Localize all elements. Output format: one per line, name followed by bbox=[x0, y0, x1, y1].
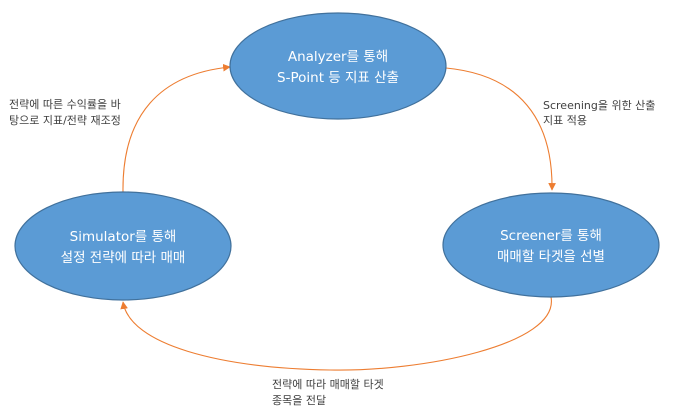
arrow-screener-to-simulator bbox=[120, 296, 552, 371]
edge-screener-to-simulator: 전략에 따라 매매할 타겟 종목을 전달 bbox=[120, 296, 552, 407]
node-analyzer: Analyzer를 통해 S-Point 등 지표 산출 bbox=[229, 12, 447, 120]
node-screener: Screener를 통해 매매할 타겟을 선별 bbox=[442, 192, 660, 298]
node-analyzer-shape bbox=[229, 12, 447, 120]
edge-analyzer-to-screener: Screening을 위한 산출 지표 적용 bbox=[445, 67, 655, 191]
node-screener-line1: Screener를 통해 bbox=[500, 228, 602, 244]
arrow-analyzer-to-screener bbox=[445, 67, 556, 191]
node-simulator: Simulator를 통해 설정 전략에 따라 매매 bbox=[14, 191, 232, 301]
edge-label-simulator-to-analyzer-line2: 탕으로 지표/전략 재조정 bbox=[9, 114, 121, 127]
edge-label-screener-to-simulator-line1: 전략에 따라 매매할 타겟 bbox=[272, 378, 384, 391]
edge-label-simulator-to-analyzer-line1: 전략에 따른 수익률을 바 bbox=[9, 98, 121, 111]
node-screener-line2: 매매할 타겟을 선별 bbox=[497, 249, 605, 265]
edge-label-screener-to-simulator-line2: 종목을 전달 bbox=[272, 394, 326, 407]
node-analyzer-line1: Analyzer를 통해 bbox=[288, 49, 388, 65]
node-simulator-shape bbox=[14, 191, 232, 301]
arrow-simulator-to-analyzer bbox=[122, 63, 231, 193]
edge-label-analyzer-to-screener-line1: Screening을 위한 산출 bbox=[543, 99, 655, 112]
edge-label-analyzer-to-screener-line2: 지표 적용 bbox=[543, 114, 587, 127]
node-analyzer-line2: S-Point 등 지표 산출 bbox=[277, 70, 399, 86]
edge-simulator-to-analyzer: 전략에 따른 수익률을 바 탕으로 지표/전략 재조정 bbox=[9, 63, 231, 193]
node-simulator-line2: 설정 전략에 따라 매매 bbox=[61, 250, 186, 266]
node-screener-shape bbox=[442, 192, 660, 298]
node-simulator-line1: Simulator를 통해 bbox=[70, 229, 177, 245]
